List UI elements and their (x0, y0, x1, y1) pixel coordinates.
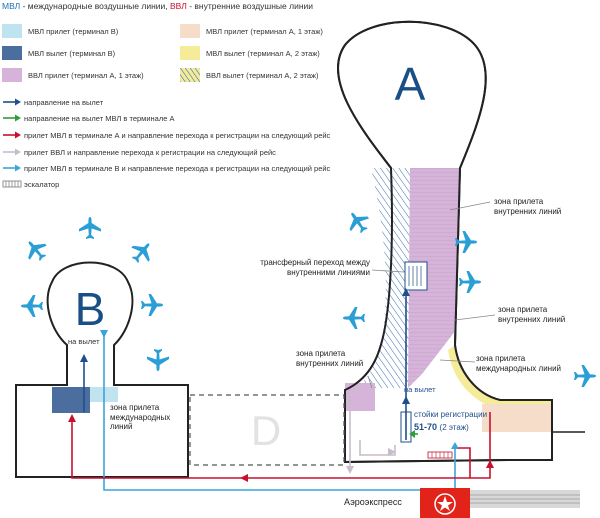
plane-icon-6 (147, 349, 169, 371)
plane-icon-1 (79, 217, 101, 239)
path-mvl-arrival-b (103, 330, 456, 491)
b-departure-label: на вылет (68, 337, 100, 346)
legend-arrow-mvl-arrival-a (3, 131, 21, 139)
legend-swatch-mvl-arrival-a (180, 24, 200, 38)
terminal-b-letter: B (75, 283, 106, 335)
path-departure (83, 290, 407, 440)
legend-arrow-label-mvl-departure-a: направление на вылет МВЛ в терминале А (24, 114, 175, 123)
legend-label-vvl-arrival-a: ВВЛ прилет (терминал А, 1 этаж) (28, 71, 144, 80)
intl-arrival-label-a: зона прилета международных линий (476, 354, 562, 373)
domestic-arrival-label-1: зона прилета внутренних линий (494, 197, 562, 216)
legend-arrow-label-vvl-arrival: прилет ВВЛ и направление перехода к реги… (24, 148, 276, 157)
domestic-arrival-zone (408, 168, 460, 388)
legend-arrow-departure (3, 98, 21, 106)
legend-swatch-vvl-departure-a (180, 68, 200, 82)
legend-swatch-vvl-arrival-a (2, 68, 22, 82)
plane-icon-4 (21, 295, 43, 317)
intl-arrival-zone-a (482, 404, 552, 432)
legend-swatch-mvl-departure-a (180, 46, 200, 60)
terminal-d-outline (189, 394, 345, 466)
leader-lines (367, 201, 496, 389)
legend-label-vvl-departure-a: ВВЛ вылет (терминал А, 2 этаж) (206, 71, 319, 80)
vvl-abbr: ВВЛ (170, 1, 187, 11)
legend-swatch-mvl-departure-b (2, 46, 22, 60)
aeroexpress-star-icon (437, 496, 453, 511)
legend-arrow-mvl-arrival-b (3, 164, 21, 172)
legend-arrow-label-departure: направление на вылет (24, 98, 104, 107)
terminal-a-letter: A (395, 58, 426, 110)
mvl-abbr: МВЛ (2, 1, 21, 11)
plane-icon-3 (126, 236, 158, 268)
checkin-range: 51-70 (414, 422, 438, 432)
legend-label-mvl-arrival-b: МВЛ прилет (терминал B) (28, 27, 119, 36)
plane-icon-2 (20, 234, 52, 266)
legend-swatch-mvl-arrival-b (2, 24, 22, 38)
domestic-departure-zone (356, 168, 410, 388)
legend-header: МВЛ - международные воздушные линии, ВВЛ… (2, 1, 313, 11)
legend-escalator-label: эскалатор (24, 180, 60, 189)
path-vvl-arrival (349, 396, 396, 470)
checkin-floor: (2 этаж) (439, 423, 469, 432)
a-departure-label: на вылет (404, 385, 436, 394)
domestic-arrival-label-2: зона прилета внутренних линий (498, 305, 566, 324)
path-mvl-arrival-a (71, 412, 491, 479)
plane-icon-5 (141, 294, 163, 316)
intl-departure-band (448, 345, 552, 408)
transfer-escalator-box (404, 261, 428, 291)
plane-icon-9 (343, 307, 365, 329)
terminal-d-letter: D (251, 407, 281, 454)
aeroexpress-label: Аэроэкспресс (344, 497, 402, 507)
mvl-text: - международные воздушные линии, (20, 1, 171, 11)
vvl-text: - внутренние воздушные линии (186, 1, 314, 11)
plane-icon-7 (342, 206, 374, 238)
domestic-arrival-label-3: зона прилета внутренних линий (296, 349, 364, 368)
legend-arrow-label-mvl-arrival-a: прилет МВЛ в терминале А и направление п… (24, 131, 331, 140)
escalator-icon (2, 180, 22, 188)
plane-icon-10 (459, 271, 481, 293)
legend-arrow-mvl-departure-a (3, 114, 21, 122)
legend-label-mvl-arrival-a: МВЛ прилет (терминал А, 1 этаж) (206, 27, 323, 36)
legend-label-mvl-departure-a: МВЛ вылет (терминал А, 2 этаж) (206, 49, 320, 58)
legend-arrow-vvl-arrival (3, 148, 21, 156)
legend-label-mvl-departure-b: МВЛ вылет (терминал B) (28, 49, 116, 58)
terminal-b-pier (46, 261, 134, 386)
transfer-label: трансферный переход между внутренними ли… (260, 258, 370, 277)
checkin-title: стойки регистрации (414, 410, 488, 419)
legend-arrow-label-mvl-arrival-b: прилет МВЛ в терминале В и направление п… (24, 164, 331, 173)
b-intl-arrival-label: зона прилета международных линий (110, 403, 171, 431)
checkin-range-line: 51-70 (2 этаж) (414, 422, 469, 432)
